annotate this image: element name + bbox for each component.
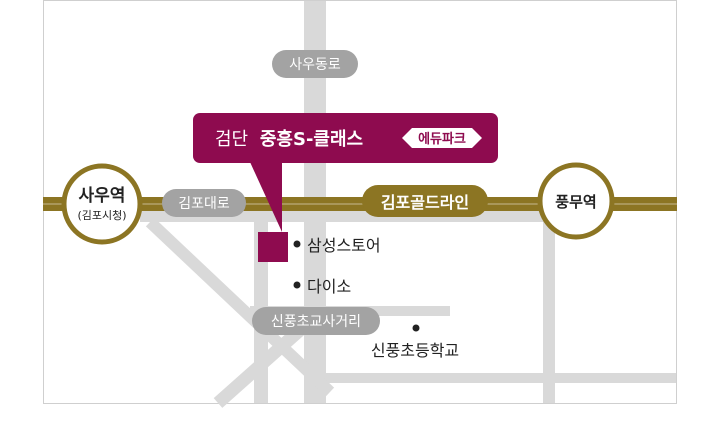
station-pungmu: 풍무역: [537, 162, 615, 240]
road-label-gimpo-dae-ro: 김포대로: [162, 189, 246, 217]
svg-text:신풍초교사거리: 신풍초교사거리: [271, 314, 361, 330]
road-diagonal-west: [145, 217, 335, 397]
road-lower-horizontal: [326, 373, 676, 383]
svg-text:삼성스토어: 삼성스토어: [307, 236, 381, 255]
road-label-sawoo-dong-ro: 사우동로: [272, 50, 358, 78]
svg-text:김포대로: 김포대로: [178, 196, 230, 212]
svg-text:풍무역: 풍무역: [555, 193, 596, 211]
road-label-sinpung-intersection: 신풍초교사거리: [252, 307, 380, 335]
callout-badge: 에듀파크: [418, 131, 466, 147]
landmark-samsung-store: 삼성스토어: [293, 236, 381, 255]
road-diagonal-east: [213, 325, 305, 408]
road-gimpo-dae-ro: [140, 211, 556, 222]
svg-text:(김포시청): (김포시청): [77, 209, 126, 222]
complex-callout: 검단 중흥S-클래스 에듀파크: [193, 113, 498, 232]
svg-text:사우역: 사우역: [79, 186, 126, 206]
landmark-sinpung-school: 신풍초등학교: [371, 324, 459, 360]
svg-text:다이소: 다이소: [307, 277, 351, 296]
svg-text:신풍초등학교: 신풍초등학교: [371, 341, 459, 360]
station-sawoo: 사우역 (김포시청): [61, 163, 143, 245]
svg-text:검단 중흥S-클래스: 검단 중흥S-클래스: [215, 128, 363, 150]
svg-text:김포골드라인: 김포골드라인: [381, 193, 469, 212]
complex-location-marker: [258, 232, 288, 262]
landmark-daiso: 다이소: [293, 277, 351, 296]
callout-title-prefix: 검단: [215, 129, 248, 150]
callout-title-brand: 중흥S-클래스: [260, 128, 363, 150]
subway-line-label: 김포골드라인: [362, 185, 488, 217]
road-right-vertical: [543, 210, 555, 403]
svg-text:사우동로: 사우동로: [289, 57, 341, 73]
subway-line-center-stripe: [43, 203, 677, 205]
callout-badge-shape: [402, 128, 482, 148]
